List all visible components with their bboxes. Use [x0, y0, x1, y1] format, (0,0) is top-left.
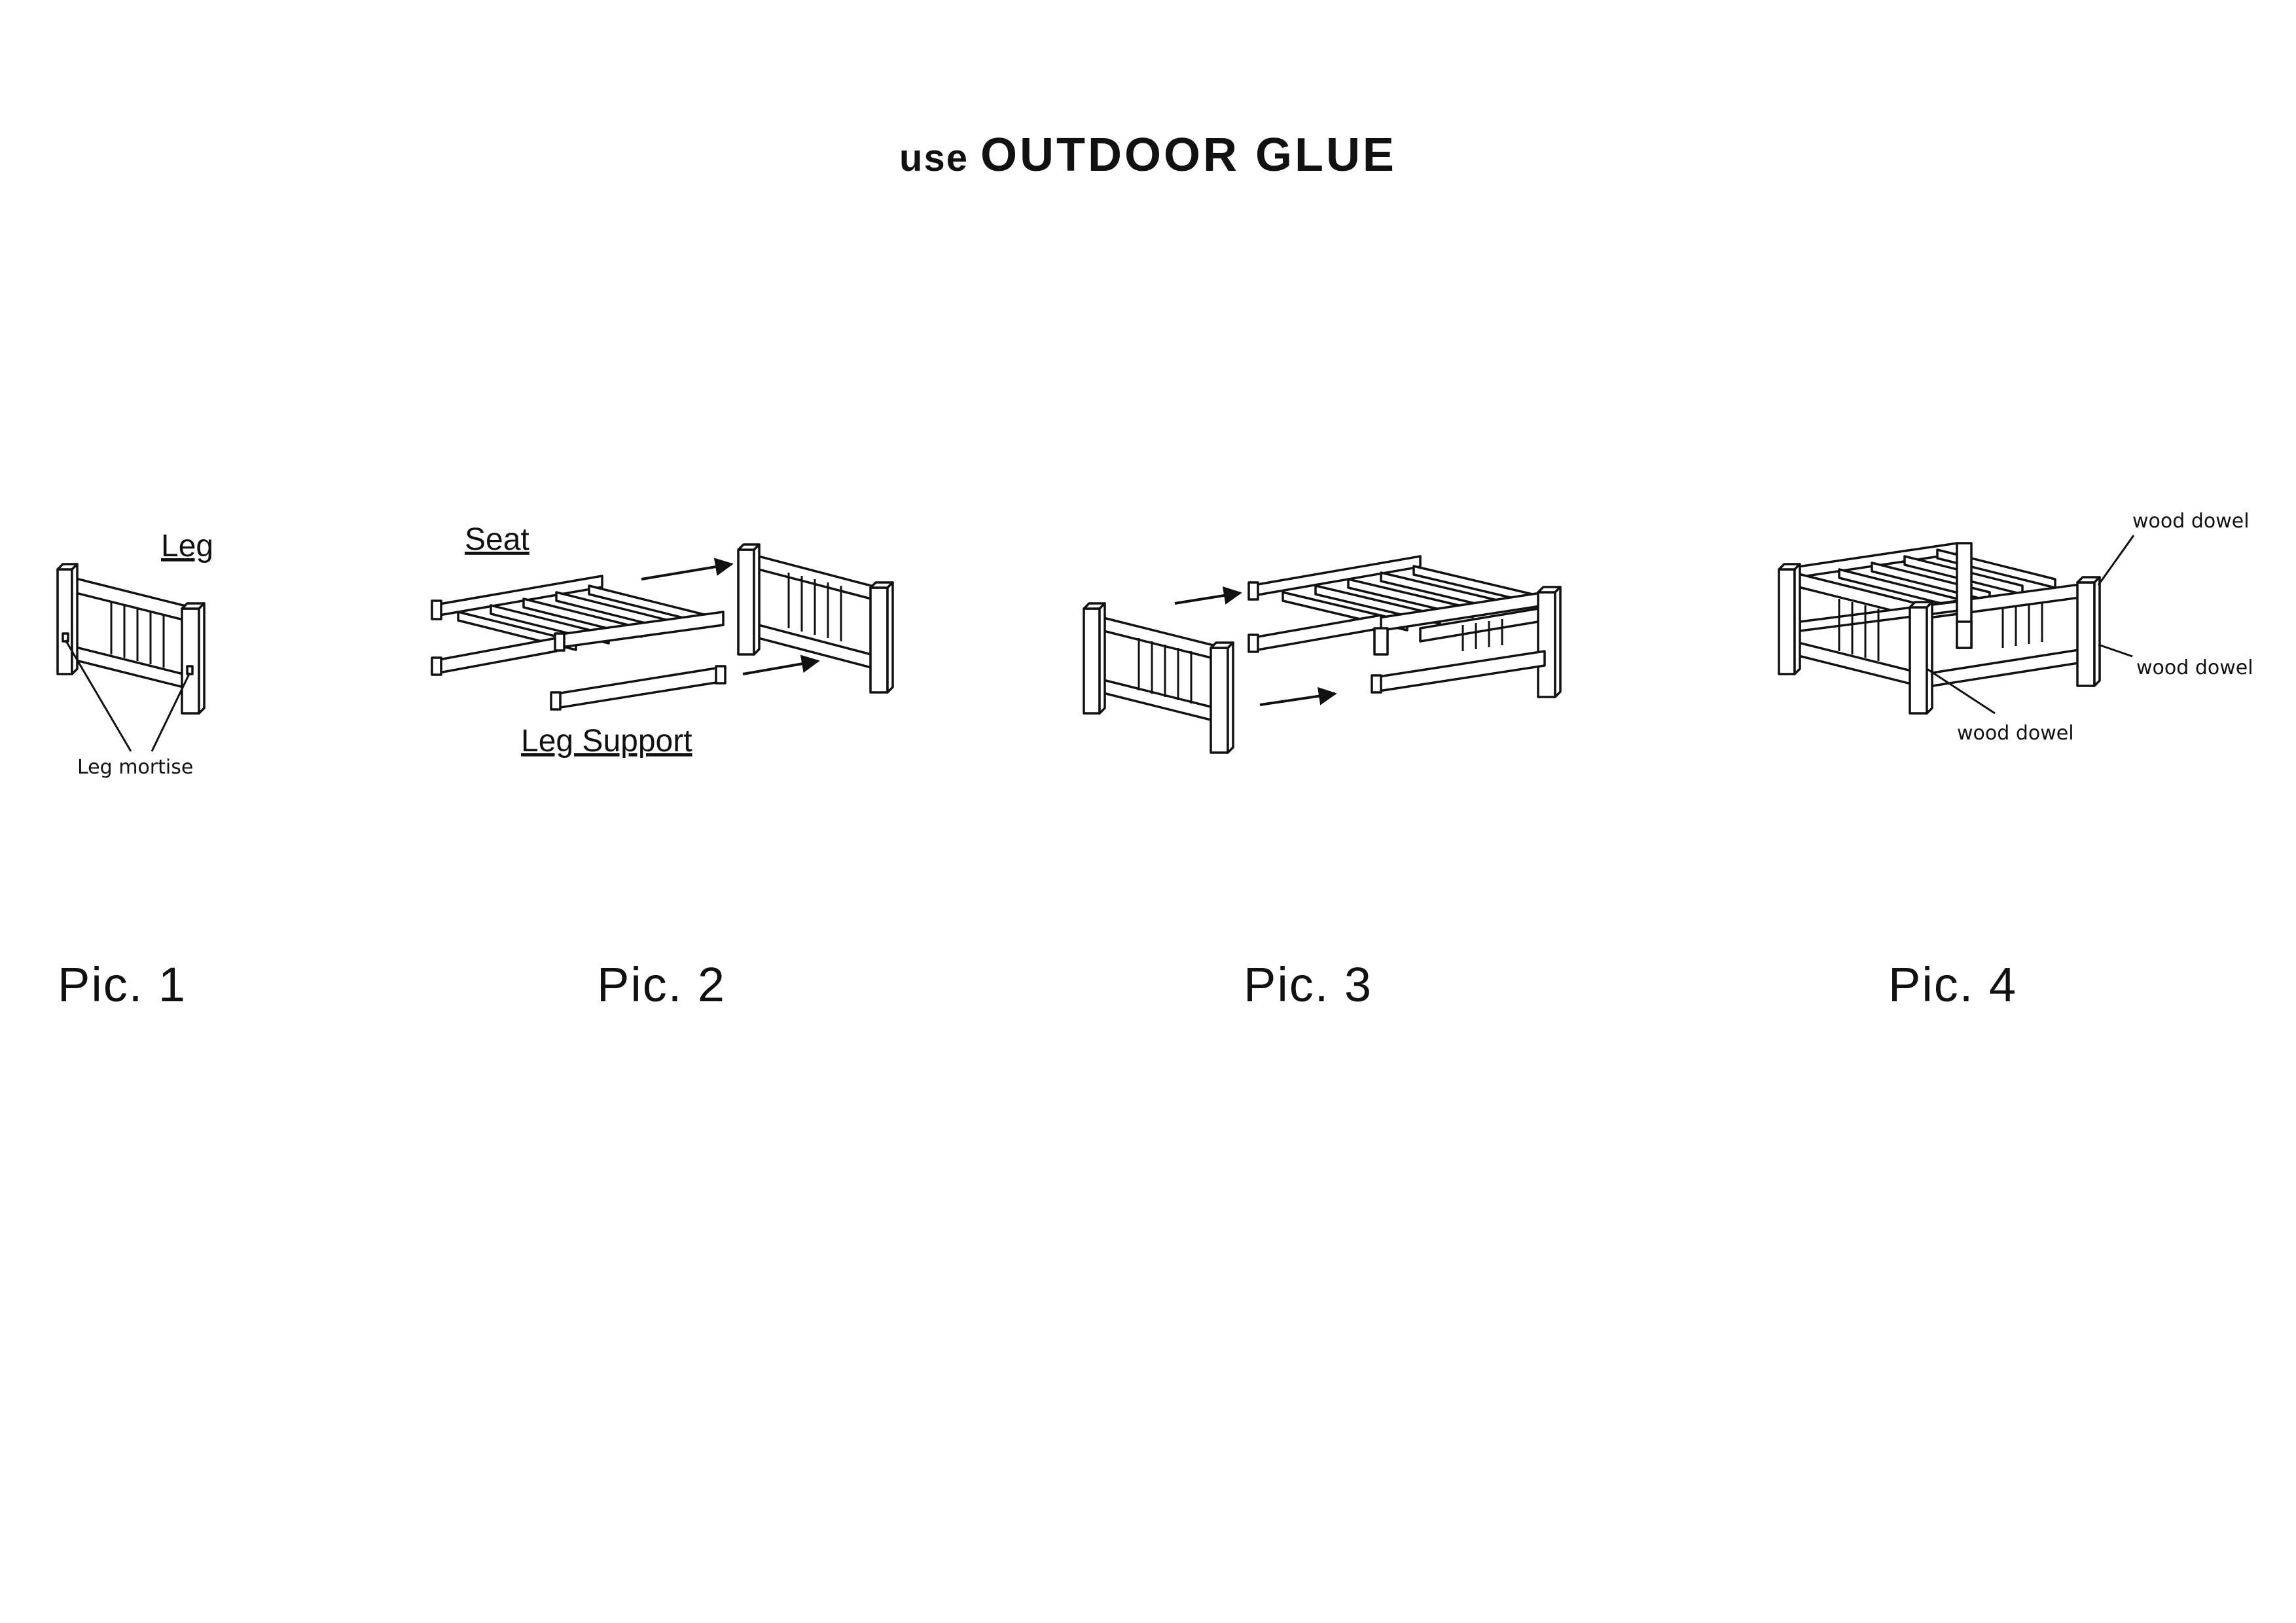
pic4-assembled-stool — [1778, 542, 2101, 715]
page-title: use OUTDOOR GLUE — [0, 128, 2296, 182]
leg-mortise-leader — [64, 639, 191, 752]
pic3-left-leg — [1083, 602, 1234, 754]
wood-dowel-label-top: wood dowel — [2132, 510, 2250, 533]
leg-support-label: Leg Support — [521, 724, 692, 758]
pic2-arrows — [641, 558, 820, 675]
seat-label: Seat — [465, 522, 529, 557]
caption-pic-3: Pic. 3 — [1244, 957, 1372, 1012]
pic3-seat-assembly — [1247, 555, 1562, 698]
wood-dowel-label-bottom: wood dowel — [1957, 722, 2074, 745]
caption-pic-2: Pic. 2 — [597, 957, 726, 1012]
pic2-seat — [431, 575, 725, 676]
pic2-leg-frame — [737, 543, 894, 694]
title-prefix: use — [899, 137, 969, 179]
wood-dowel-leaders — [1926, 535, 2135, 715]
wood-dowel-label-right: wood dowel — [2136, 656, 2253, 679]
caption-pic-1: Pic. 1 — [58, 957, 187, 1012]
caption-pic-4: Pic. 4 — [1888, 957, 2017, 1012]
leg-mortise-label: Leg mortise — [77, 756, 193, 779]
title-main: OUTDOOR GLUE — [980, 129, 1397, 181]
pic2-leg-support — [550, 665, 726, 711]
leg-label: Leg — [161, 529, 213, 563]
pic3-arrows — [1174, 586, 1337, 706]
pic1-leg-frame — [56, 563, 206, 715]
